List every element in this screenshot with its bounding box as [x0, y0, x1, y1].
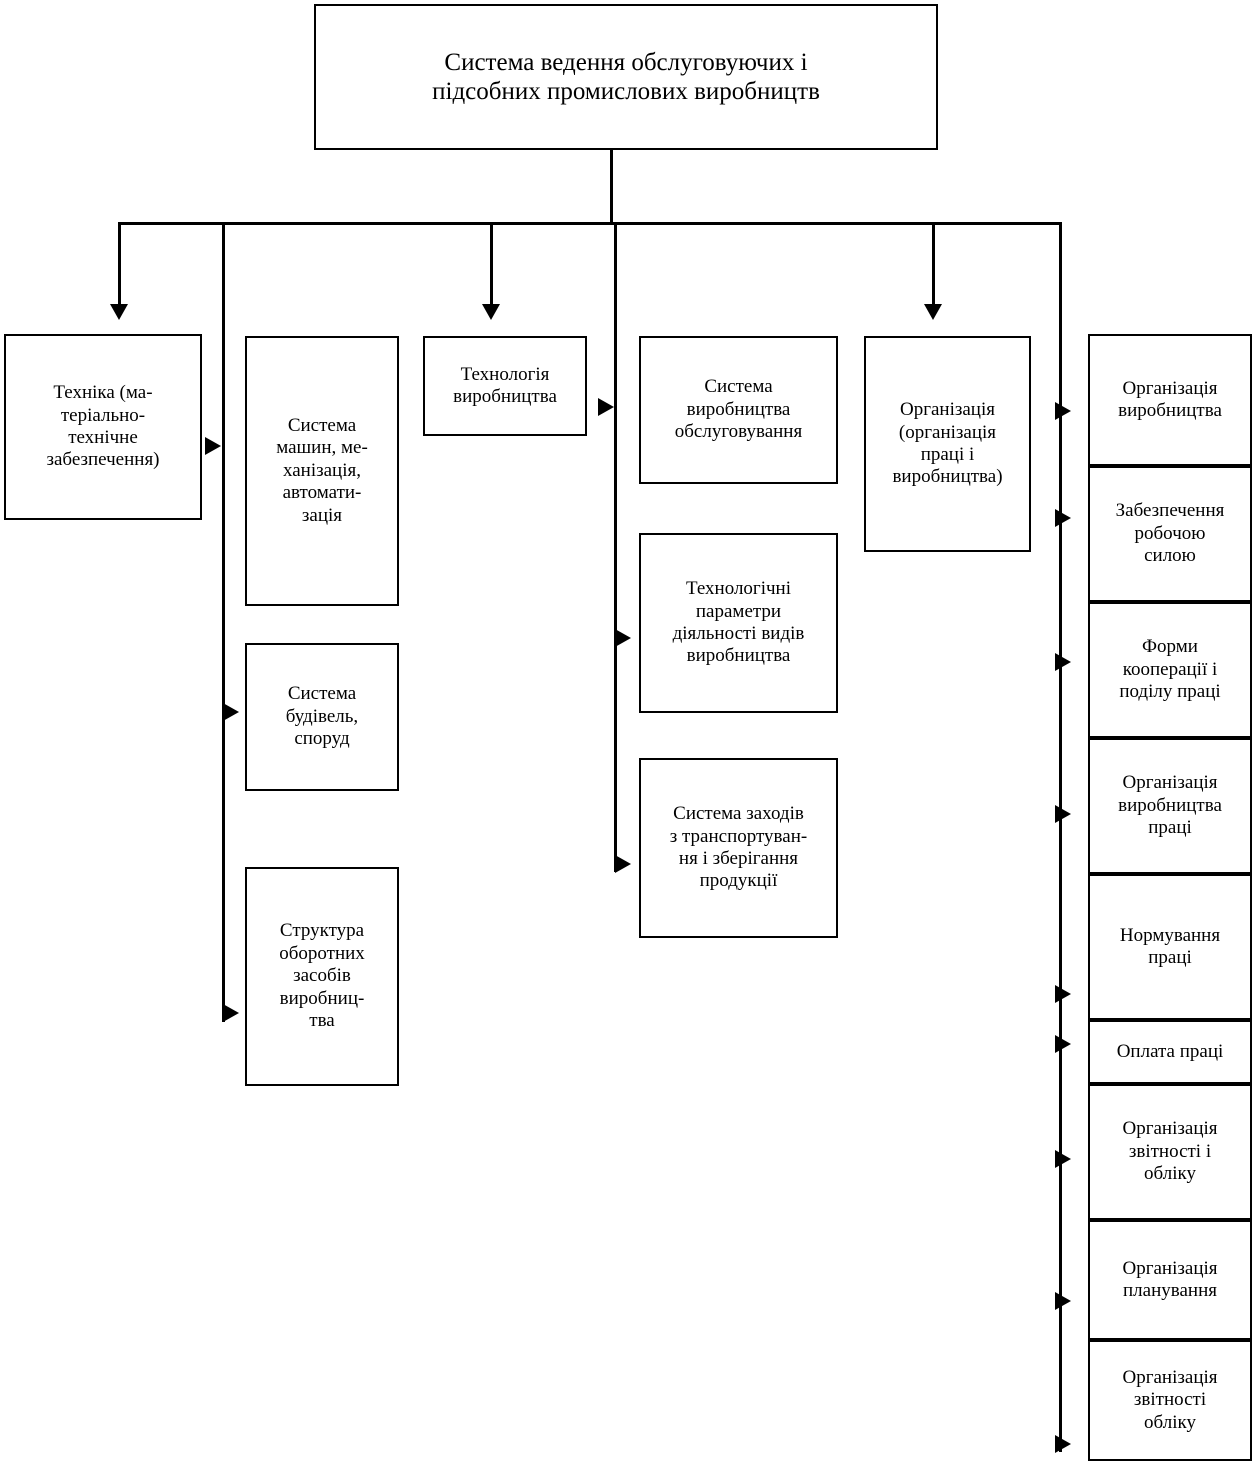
- node-tehnologichni-parametry: Технологічні параметри діяльності видів …: [639, 533, 838, 713]
- distribution-bus: [118, 222, 1062, 225]
- node-tehnika-label: Техніка (ма- теріально- технічне забезпе…: [46, 382, 160, 471]
- node-org-zvitnosti-i-obliku: Організація звітності і обліку: [1088, 1084, 1252, 1220]
- arrow-to-org-planuvannya: [1055, 1292, 1071, 1310]
- node-tehnika: Техніка (ма- теріально- технічне забезпе…: [4, 334, 202, 520]
- root-stem: [610, 150, 613, 224]
- drop-systema-obslugovuvannya: [614, 222, 617, 872]
- node-systema-obslugovuvannya: Система виробництва обслуговування: [639, 336, 838, 484]
- node-systema-zahodiv: Система заходів з транспортуван- ня і зб…: [639, 758, 838, 938]
- node-org-vyrobnyctva-praci-label: Організація виробництва праці: [1118, 772, 1222, 839]
- node-systema-obslugovuvannya-label: Система виробництва обслуговування: [674, 376, 803, 443]
- arrow-to-tehnologiya: [482, 304, 500, 320]
- drop-tehnologiya: [490, 222, 493, 304]
- node-systema-mashyn: Система машин, ме- ханізація, автомати- …: [245, 336, 399, 606]
- arrow-to-systema-obslugovuvannya: [598, 398, 614, 416]
- node-normuvannya-praci-label: Нормування праці: [1119, 924, 1221, 968]
- node-org-zvitnosti-obliku-label: Організація звітності обліку: [1122, 1366, 1218, 1433]
- node-organizaciya: Організація (організація праці і виробни…: [864, 336, 1031, 552]
- drop-organizaciya: [932, 222, 935, 304]
- node-systema-budivel: Система будівель, споруд: [245, 643, 399, 791]
- arrow-to-org-zvitnosti-obliku: [1055, 1435, 1071, 1453]
- root-node-label: Система ведення обслуговуючих і підсобни…: [432, 48, 820, 106]
- node-tehnologichni-parametry-label: Технологічні параметри діяльності видів …: [672, 578, 805, 667]
- node-org-planuvannya: Організація планування: [1088, 1220, 1252, 1340]
- node-org-vyrobnyctva-praci: Організація виробництва праці: [1088, 738, 1252, 874]
- node-organizaciya-label: Організація (організація праці і виробни…: [892, 399, 1003, 488]
- node-systema-budivel-label: Система будівель, споруд: [285, 683, 359, 750]
- node-formy-kooperaciyi-label: Форми кооперації і поділу праці: [1119, 636, 1221, 703]
- arrow-to-systema-mashyn: [205, 437, 221, 455]
- node-oplata-praci-label: Оплата праці: [1116, 1040, 1224, 1062]
- drop-tehnika: [118, 222, 121, 304]
- node-org-zvitnosti-obliku: Організація звітності обліку: [1088, 1340, 1252, 1461]
- drop-right-column: [1059, 222, 1062, 1452]
- node-systema-mashyn-label: Система машин, ме- ханізація, автомати- …: [276, 414, 368, 526]
- arrow-to-org-vyrobnyctva-praci: [1055, 805, 1071, 823]
- root-node: Система ведення обслуговуючих і підсобни…: [314, 4, 938, 150]
- arrow-to-normuvannya-praci: [1055, 985, 1071, 1003]
- arrow-to-org-zvitnosti-i-obliku: [1055, 1150, 1071, 1168]
- arrow-to-org-vyrobnyctva: [1055, 402, 1071, 420]
- node-tehnologiya: Технологія виробництва: [423, 336, 587, 436]
- drop-systema-mashyn: [222, 222, 225, 1022]
- node-systema-zahodiv-label: Система заходів з транспортуван- ня і зб…: [669, 803, 808, 892]
- node-oplata-praci: Оплата праці: [1088, 1020, 1252, 1084]
- arrow-to-formy-kooperaciyi: [1055, 653, 1071, 671]
- node-org-planuvannya-label: Організація планування: [1122, 1257, 1218, 1301]
- node-org-vyrobnyctva: Організація виробництва: [1088, 334, 1252, 466]
- arrow-to-tehnika: [110, 304, 128, 320]
- arrow-to-struktura-oborotnyh: [223, 1004, 239, 1022]
- node-org-vyrobnyctva-label: Організація виробництва: [1118, 377, 1222, 421]
- node-zabezpechennya-robochoyu-syloyu-label: Забезпечення робочою силою: [1115, 500, 1225, 567]
- arrow-to-systema-zahodiv: [615, 855, 631, 873]
- node-zabezpechennya-robochoyu-syloyu: Забезпечення робочою силою: [1088, 466, 1252, 602]
- arrow-to-zabezpechennya-robochoyu-syloyu: [1055, 509, 1071, 527]
- node-struktura-oborotnyh-label: Структура оборотних засобів виробниц- тв…: [279, 920, 365, 1032]
- node-tehnologiya-label: Технологія виробництва: [453, 363, 557, 407]
- arrow-to-tehnologichni-parametry: [615, 629, 631, 647]
- arrow-to-organizaciya: [924, 304, 942, 320]
- arrow-to-systema-budivel: [223, 703, 239, 721]
- arrow-to-oplata-praci: [1055, 1035, 1071, 1053]
- node-normuvannya-praci: Нормування праці: [1088, 874, 1252, 1020]
- node-struktura-oborotnyh: Структура оборотних засобів виробниц- тв…: [245, 867, 399, 1086]
- node-formy-kooperaciyi: Форми кооперації і поділу праці: [1088, 602, 1252, 738]
- node-org-zvitnosti-i-obliku-label: Організація звітності і обліку: [1122, 1118, 1218, 1185]
